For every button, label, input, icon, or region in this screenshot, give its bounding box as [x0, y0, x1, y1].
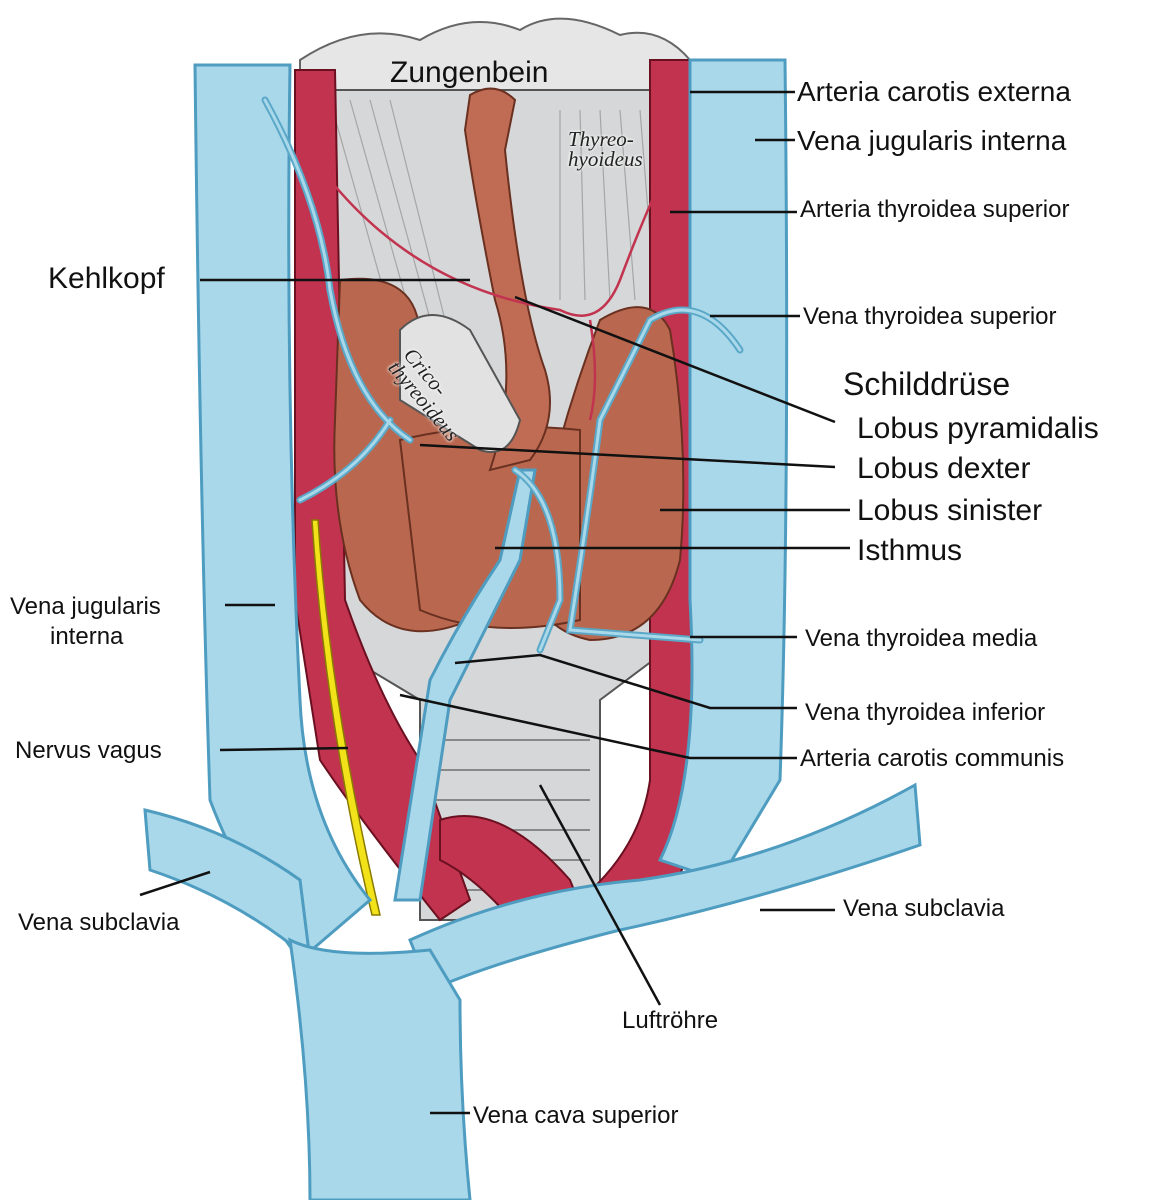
label-vena-thyroidea-superior: Vena thyroidea superior: [803, 303, 1057, 330]
label-vena-thyroidea-media: Vena thyroidea media: [805, 625, 1038, 652]
label-vena-cava-superior: Vena cava superior: [473, 1102, 679, 1129]
vagus-nerve: [311, 519, 381, 916]
hyoid-bone: [299, 17, 691, 111]
muscle-label-thyreohyoideus: Thyreo-hyoideus: [568, 127, 643, 171]
label-vena-jugularis-interna-right: Vena jugularis interna: [797, 125, 1067, 156]
label-vena-jugularis-interna-left-2: interna: [50, 623, 124, 650]
label-schilddruese: Schilddrüse: [843, 366, 1011, 402]
label-vena-jugularis-interna-left: Vena jugularis: [10, 593, 161, 620]
superior-vena-cava: [288, 937, 472, 1200]
veins: [143, 58, 922, 1200]
muscle-label-line: hyoideus: [568, 146, 643, 171]
label-vena-thyroidea-inferior: Vena thyroidea inferior: [805, 699, 1046, 726]
label-zungenbein: Zungenbein: [390, 56, 549, 89]
label-isthmus: Isthmus: [857, 534, 963, 567]
label-lobus-sinister: Lobus sinister: [857, 494, 1043, 527]
label-luftroehre: Luftröhre: [622, 1007, 719, 1034]
label-kehlkopf: Kehlkopf: [48, 262, 165, 295]
label-arteria-thyroidea-superior: Arteria thyroidea superior: [800, 196, 1070, 223]
label-lobus-pyramidalis: Lobus pyramidalis: [857, 412, 1099, 445]
inferior-thyroid-vein: [393, 468, 537, 902]
label-vena-subclavia-right: Vena subclavia: [843, 895, 1005, 922]
muscle-label-line: Thyreo-: [568, 127, 634, 151]
leader-lines: [139, 90, 850, 1115]
label-vena-subclavia-left: Vena subclavia: [18, 909, 180, 936]
cricothyroid-muscle: [399, 314, 522, 453]
small-arteries: [329, 139, 682, 421]
label-arteria-carotis-externa: Arteria carotis externa: [797, 76, 1071, 107]
pyramidal-lobe: [463, 87, 551, 472]
label-arteria-carotis-communis: Arteria carotis communis: [800, 745, 1065, 772]
label-lobus-dexter: Lobus dexter: [857, 452, 1031, 485]
label-nervus-vagus: Nervus vagus: [15, 737, 162, 764]
right-internal-jugular-vein: [657, 58, 789, 882]
left-internal-jugular-vein: [193, 63, 373, 963]
